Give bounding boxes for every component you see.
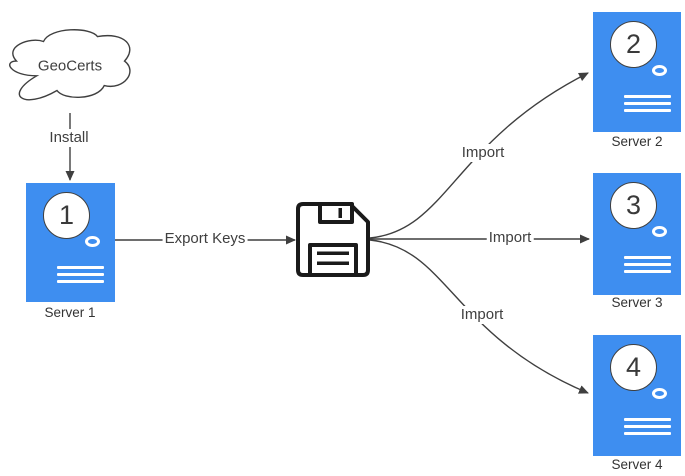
power-ring-icon: [652, 226, 667, 237]
floppy-label-line-2: [317, 261, 349, 265]
server-1-node: 1 Server 1: [26, 183, 115, 320]
server-3-label: Server 3: [611, 295, 663, 310]
cloud-shape: [9, 29, 131, 101]
power-ring-icon: [652, 388, 667, 399]
vent-line-icon: [57, 280, 104, 283]
cloud-label: GeoCerts: [37, 57, 103, 75]
server-1-label: Server 1: [44, 305, 96, 320]
vent-line-icon: [624, 263, 671, 266]
floppy-shutter-slot: [338, 208, 342, 218]
edge-import-server2: [369, 72, 589, 239]
vent-line-icon: [624, 270, 671, 273]
floppy-label-line-1: [317, 251, 349, 255]
vent-line-icon: [624, 418, 671, 421]
power-ring-icon: [652, 65, 667, 76]
floppy-label: [308, 243, 358, 277]
floppy-disk-icon: [296, 202, 370, 277]
server-2-label: Server 2: [611, 134, 663, 149]
floppy-shutter: [318, 202, 354, 224]
import-server4-edge-label: Import: [458, 306, 506, 324]
vent-line-icon: [624, 95, 671, 98]
server-4-node: 4 Server 4: [593, 335, 681, 472]
vent-line-icon: [624, 256, 671, 259]
server-4-label: Server 4: [611, 457, 663, 472]
vent-line-icon: [624, 425, 671, 428]
server-2-number-badge: 2: [610, 21, 657, 68]
vent-line-icon: [624, 102, 671, 105]
server-3-node: 3 Server 3: [593, 173, 681, 310]
import-server3-edge-label: Import: [486, 229, 534, 247]
import-server2-edge-label: Import: [459, 144, 507, 162]
install-edge-label: Install: [47, 129, 91, 147]
vent-line-icon: [57, 266, 104, 269]
vent-line-icon: [624, 109, 671, 112]
server-4-number-badge: 4: [610, 344, 657, 391]
server-3-number-badge: 3: [610, 182, 657, 229]
server-2-node: 2 Server 2: [593, 12, 681, 149]
server-1-number-badge: 1: [43, 192, 90, 239]
vent-line-icon: [624, 432, 671, 435]
edge-import-server4: [369, 239, 589, 394]
vent-line-icon: [57, 273, 104, 276]
power-ring-icon: [85, 236, 100, 247]
export-keys-edge-label: Export Keys: [162, 230, 248, 248]
